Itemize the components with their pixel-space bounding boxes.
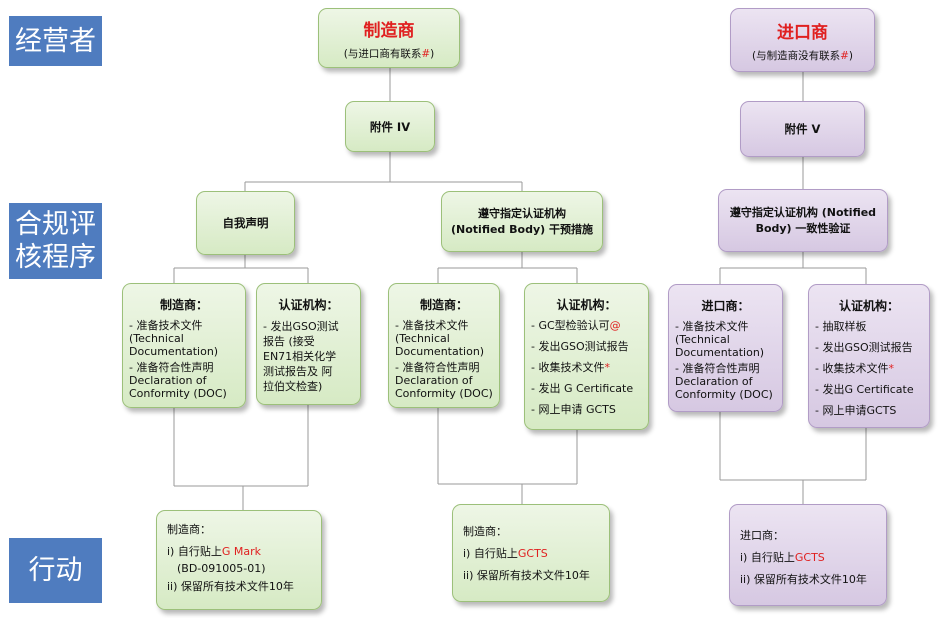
manufacturer-sub-suffix: ) bbox=[430, 47, 435, 60]
importer-sub-prefix: (与制造商没有联系 bbox=[751, 49, 841, 62]
self-declaration-box: 自我声明 bbox=[196, 191, 295, 255]
action-line-2: ii) 保留所有技术文件10年 bbox=[740, 573, 867, 586]
detail-line: - 准备技术文件 (Technical Documentation) bbox=[675, 320, 765, 359]
detail-line: - 准备符合性声明 Declaration of Conformity (DOC… bbox=[675, 362, 773, 401]
detail-line: - 发出G Certificate bbox=[815, 383, 923, 396]
cert-self-detail-box: 认证机构： - 发出GSO测试 报告 (接受 EN71相关化学 测试报告及 阿 … bbox=[256, 283, 361, 405]
importer-sub-mark: # bbox=[840, 49, 849, 62]
notified-body-manufacturer-text: 遵守指定认证机构 (Notified Body) 干预措施 bbox=[451, 206, 593, 236]
manufacturer-self-detail-lines: - 准备技术文件 (Technical Documentation) - 准备符… bbox=[123, 319, 245, 400]
action-line-1-prefix: i) 自行贴上 bbox=[463, 547, 518, 560]
detail-line-text: - 发出GSO测试报告 bbox=[815, 341, 913, 354]
action-line-1-mark: G Mark bbox=[221, 545, 262, 558]
notified-body-manufacturer-box: 遵守指定认证机构 (Notified Body) 干预措施 bbox=[441, 191, 603, 252]
detail-line: - 收集技术文件* bbox=[531, 361, 642, 374]
action-line-1b: (BD-091005-01) bbox=[177, 562, 266, 575]
cert-importer-detail-title: 认证机构： bbox=[838, 299, 899, 313]
manufacturer-nb-detail-box: 制造商： - 准备技术文件 (Technical Documentation) … bbox=[388, 283, 500, 408]
detail-line-text: - 网上申请GCTS bbox=[815, 404, 897, 417]
label-operator-text: 经营者 bbox=[15, 25, 96, 57]
importer-detail-box: 进口商： - 准备技术文件 (Technical Documentation) … bbox=[668, 284, 783, 412]
detail-line: - 发出 G Certificate bbox=[531, 382, 642, 395]
annex-v-box: 附件 V bbox=[740, 101, 865, 157]
action-line-1-prefix: i) 自行贴上 bbox=[167, 545, 222, 558]
manufacturer-sub-mark: # bbox=[421, 47, 431, 60]
label-conformity: 合规评 核程序 bbox=[9, 203, 102, 279]
detail-line: - 发出GSO测试报告 bbox=[815, 341, 923, 354]
manufacturer-nb-detail-lines: - 准备技术文件 (Technical Documentation) - 准备符… bbox=[389, 319, 499, 400]
action-title: 进口商： bbox=[740, 529, 784, 542]
detail-line-text: - GC型检验认可 bbox=[531, 319, 610, 332]
importer-detail-title: 进口商： bbox=[701, 299, 750, 313]
cert-nb-detail-lines: - GC型检验认可@ - 发出GSO测试报告 - 收集技术文件* - 发出 G … bbox=[525, 319, 648, 416]
manufacturer-self-detail-box: 制造商： - 准备技术文件 (Technical Documentation) … bbox=[122, 283, 246, 408]
importer-sub-suffix: ) bbox=[848, 49, 854, 62]
detail-line-text: - 发出 G Certificate bbox=[531, 382, 634, 395]
cert-importer-detail-lines: - 抽取样板 - 发出GSO测试报告 - 收集技术文件* - 发出G Certi… bbox=[809, 320, 929, 417]
detail-line-text: - 抽取样板 bbox=[815, 320, 867, 333]
detail-line-text: - 网上申请 GCTS bbox=[531, 403, 616, 416]
detail-line: - 网上申请GCTS bbox=[815, 404, 923, 417]
manufacturer-sub-prefix: (与进口商有联系 bbox=[343, 47, 422, 60]
action-line-1: i) 自行贴上G Mark bbox=[167, 545, 311, 558]
action-box-manufacturer-nb: 制造商： i) 自行贴上GCTS ii) 保留所有技术文件10年 bbox=[452, 504, 610, 602]
action-box-importer: 进口商： i) 自行贴上GCTS ii) 保留所有技术文件10年 bbox=[729, 504, 887, 606]
manufacturer-nb-detail-title: 制造商： bbox=[419, 298, 468, 312]
action-line-1-mark: GCTS bbox=[794, 551, 825, 564]
detail-line: - 发出GSO测试报告 bbox=[531, 340, 642, 353]
manufacturer-subtitle: (与进口商有联系#) bbox=[344, 46, 435, 61]
cert-importer-detail-box: 认证机构： - 抽取样板 - 发出GSO测试报告 - 收集技术文件* - 发出G… bbox=[808, 284, 930, 428]
detail-line: - 准备符合性声明 Declaration of Conformity (DOC… bbox=[395, 361, 493, 400]
cert-self-detail-lines: - 发出GSO测试 报告 (接受 EN71相关化学 测试报告及 阿 拉伯文检查) bbox=[257, 319, 360, 394]
self-declaration-text: 自我声明 bbox=[222, 216, 269, 230]
manufacturer-box: 制造商 (与进口商有联系#) bbox=[318, 8, 460, 68]
notified-body-importer-text: 遵守指定认证机构 (Notified Body) 一致性验证 bbox=[729, 205, 877, 235]
detail-line-text: - 收集技术文件 bbox=[815, 362, 889, 375]
detail-line: - 收集技术文件* bbox=[815, 362, 923, 375]
notified-body-importer-box: 遵守指定认证机构 (Notified Body) 一致性验证 bbox=[718, 189, 888, 252]
detail-line-mark: * bbox=[604, 361, 610, 374]
label-operator: 经营者 bbox=[9, 16, 102, 66]
detail-line: - 抽取样板 bbox=[815, 320, 923, 333]
manufacturer-self-detail-title: 制造商： bbox=[159, 298, 208, 312]
detail-line: - 发出GSO测试 报告 (接受 EN71相关化学 测试报告及 阿 拉伯文检查) bbox=[263, 320, 339, 393]
action-line-1-prefix: i) 自行贴上 bbox=[740, 551, 795, 564]
detail-line-text: - 发出GSO测试报告 bbox=[531, 340, 629, 353]
annex-iv-text: 附件 IV bbox=[369, 119, 411, 134]
label-action-text: 行动 bbox=[28, 555, 83, 586]
cert-nb-detail-title: 认证机构： bbox=[556, 298, 617, 312]
action-title: 制造商： bbox=[463, 525, 507, 538]
detail-line-text: - 收集技术文件 bbox=[531, 361, 605, 374]
cert-self-detail-title: 认证机构： bbox=[278, 298, 339, 312]
label-action: 行动 bbox=[9, 538, 102, 603]
detail-line-mark: @ bbox=[609, 319, 621, 332]
detail-line-text: - 发出G Certificate bbox=[815, 383, 914, 396]
annex-iv-box: 附件 IV bbox=[345, 101, 435, 152]
detail-line: - 准备技术文件 (Technical Documentation) bbox=[129, 319, 219, 358]
importer-subtitle: (与制造商没有联系#) bbox=[752, 48, 853, 63]
action-box-manufacturer-self: 制造商： i) 自行贴上G Mark (BD-091005-01) ii) 保留… bbox=[156, 510, 322, 610]
importer-box: 进口商 (与制造商没有联系#) bbox=[730, 8, 875, 72]
importer-title: 进口商 bbox=[777, 22, 828, 43]
action-line-2: ii) 保留所有技术文件10年 bbox=[463, 569, 590, 582]
action-line-1: i) 自行贴上GCTS bbox=[740, 551, 876, 564]
action-line-1-mark: GCTS bbox=[517, 547, 548, 560]
cert-nb-detail-box: 认证机构： - GC型检验认可@ - 发出GSO测试报告 - 收集技术文件* -… bbox=[524, 283, 649, 430]
action-line-2: ii) 保留所有技术文件10年 bbox=[167, 580, 294, 593]
detail-line-mark: * bbox=[888, 362, 894, 375]
detail-line: - GC型检验认可@ bbox=[531, 319, 642, 332]
action-line-1: i) 自行贴上GCTS bbox=[463, 547, 599, 560]
manufacturer-title: 制造商 bbox=[363, 20, 415, 41]
detail-line: - 准备技术文件 (Technical Documentation) bbox=[395, 319, 485, 358]
action-title: 制造商： bbox=[167, 523, 211, 536]
label-conformity-text: 合规评 核程序 bbox=[15, 209, 96, 273]
annex-v-text: 附件 V bbox=[784, 122, 821, 136]
detail-line: - 网上申请 GCTS bbox=[531, 403, 642, 416]
importer-detail-lines: - 准备技术文件 (Technical Documentation) - 准备符… bbox=[669, 320, 782, 401]
detail-line: - 准备符合性声明 Declaration of Conformity (DOC… bbox=[129, 361, 227, 400]
